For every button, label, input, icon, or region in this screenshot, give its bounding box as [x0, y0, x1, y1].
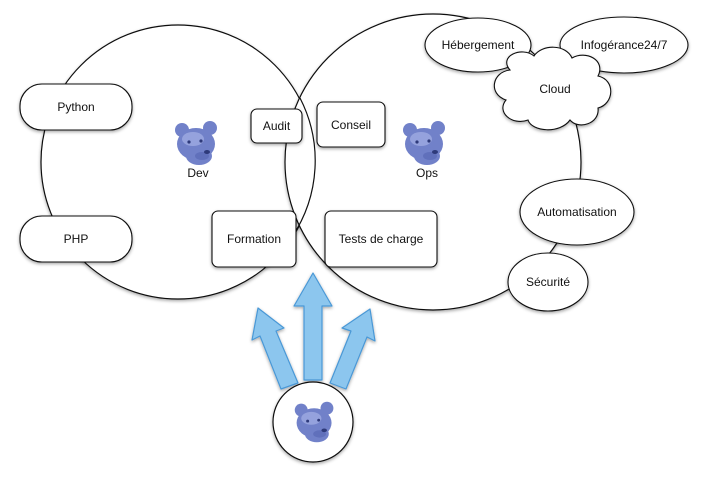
- conseil-box: Conseil: [316, 101, 386, 148]
- audit-box: Audit: [250, 108, 303, 144]
- formation-box: Formation: [211, 210, 297, 268]
- svg-text:Cloud: Cloud: [539, 82, 570, 96]
- svg-text:Python: Python: [57, 100, 94, 114]
- arrow-to-tests: [329, 308, 376, 390]
- tests-de-charge-box: Tests de charge: [324, 210, 438, 268]
- source-circle: [272, 381, 354, 463]
- svg-text:Tests de charge: Tests de charge: [339, 232, 424, 246]
- svg-text:Hébergement: Hébergement: [442, 38, 515, 52]
- dev-circle-edge: [291, 97, 316, 238]
- arrow-to-formation: [251, 307, 299, 390]
- securite-cloud: Sécurité: [507, 252, 589, 312]
- svg-text:Conseil: Conseil: [331, 118, 371, 132]
- svg-text:Sécurité: Sécurité: [526, 275, 570, 289]
- svg-text:Automatisation: Automatisation: [537, 205, 616, 219]
- svg-text:Audit: Audit: [263, 119, 291, 133]
- arrow-to-overlap: [293, 272, 333, 381]
- php-box: PHP: [19, 215, 133, 263]
- hebergement-cloud: Hébergement: [424, 17, 532, 73]
- svg-text:PHP: PHP: [64, 232, 89, 246]
- dev-label: Dev: [187, 166, 208, 180]
- cloud-shape: Cloud: [493, 46, 612, 131]
- ops-label: Ops: [416, 166, 438, 180]
- svg-text:Infogérance24/7: Infogérance24/7: [581, 38, 668, 52]
- svg-text:Formation: Formation: [227, 232, 281, 246]
- automatisation-cloud: Automatisation: [519, 178, 635, 246]
- python-box: Python: [19, 83, 133, 131]
